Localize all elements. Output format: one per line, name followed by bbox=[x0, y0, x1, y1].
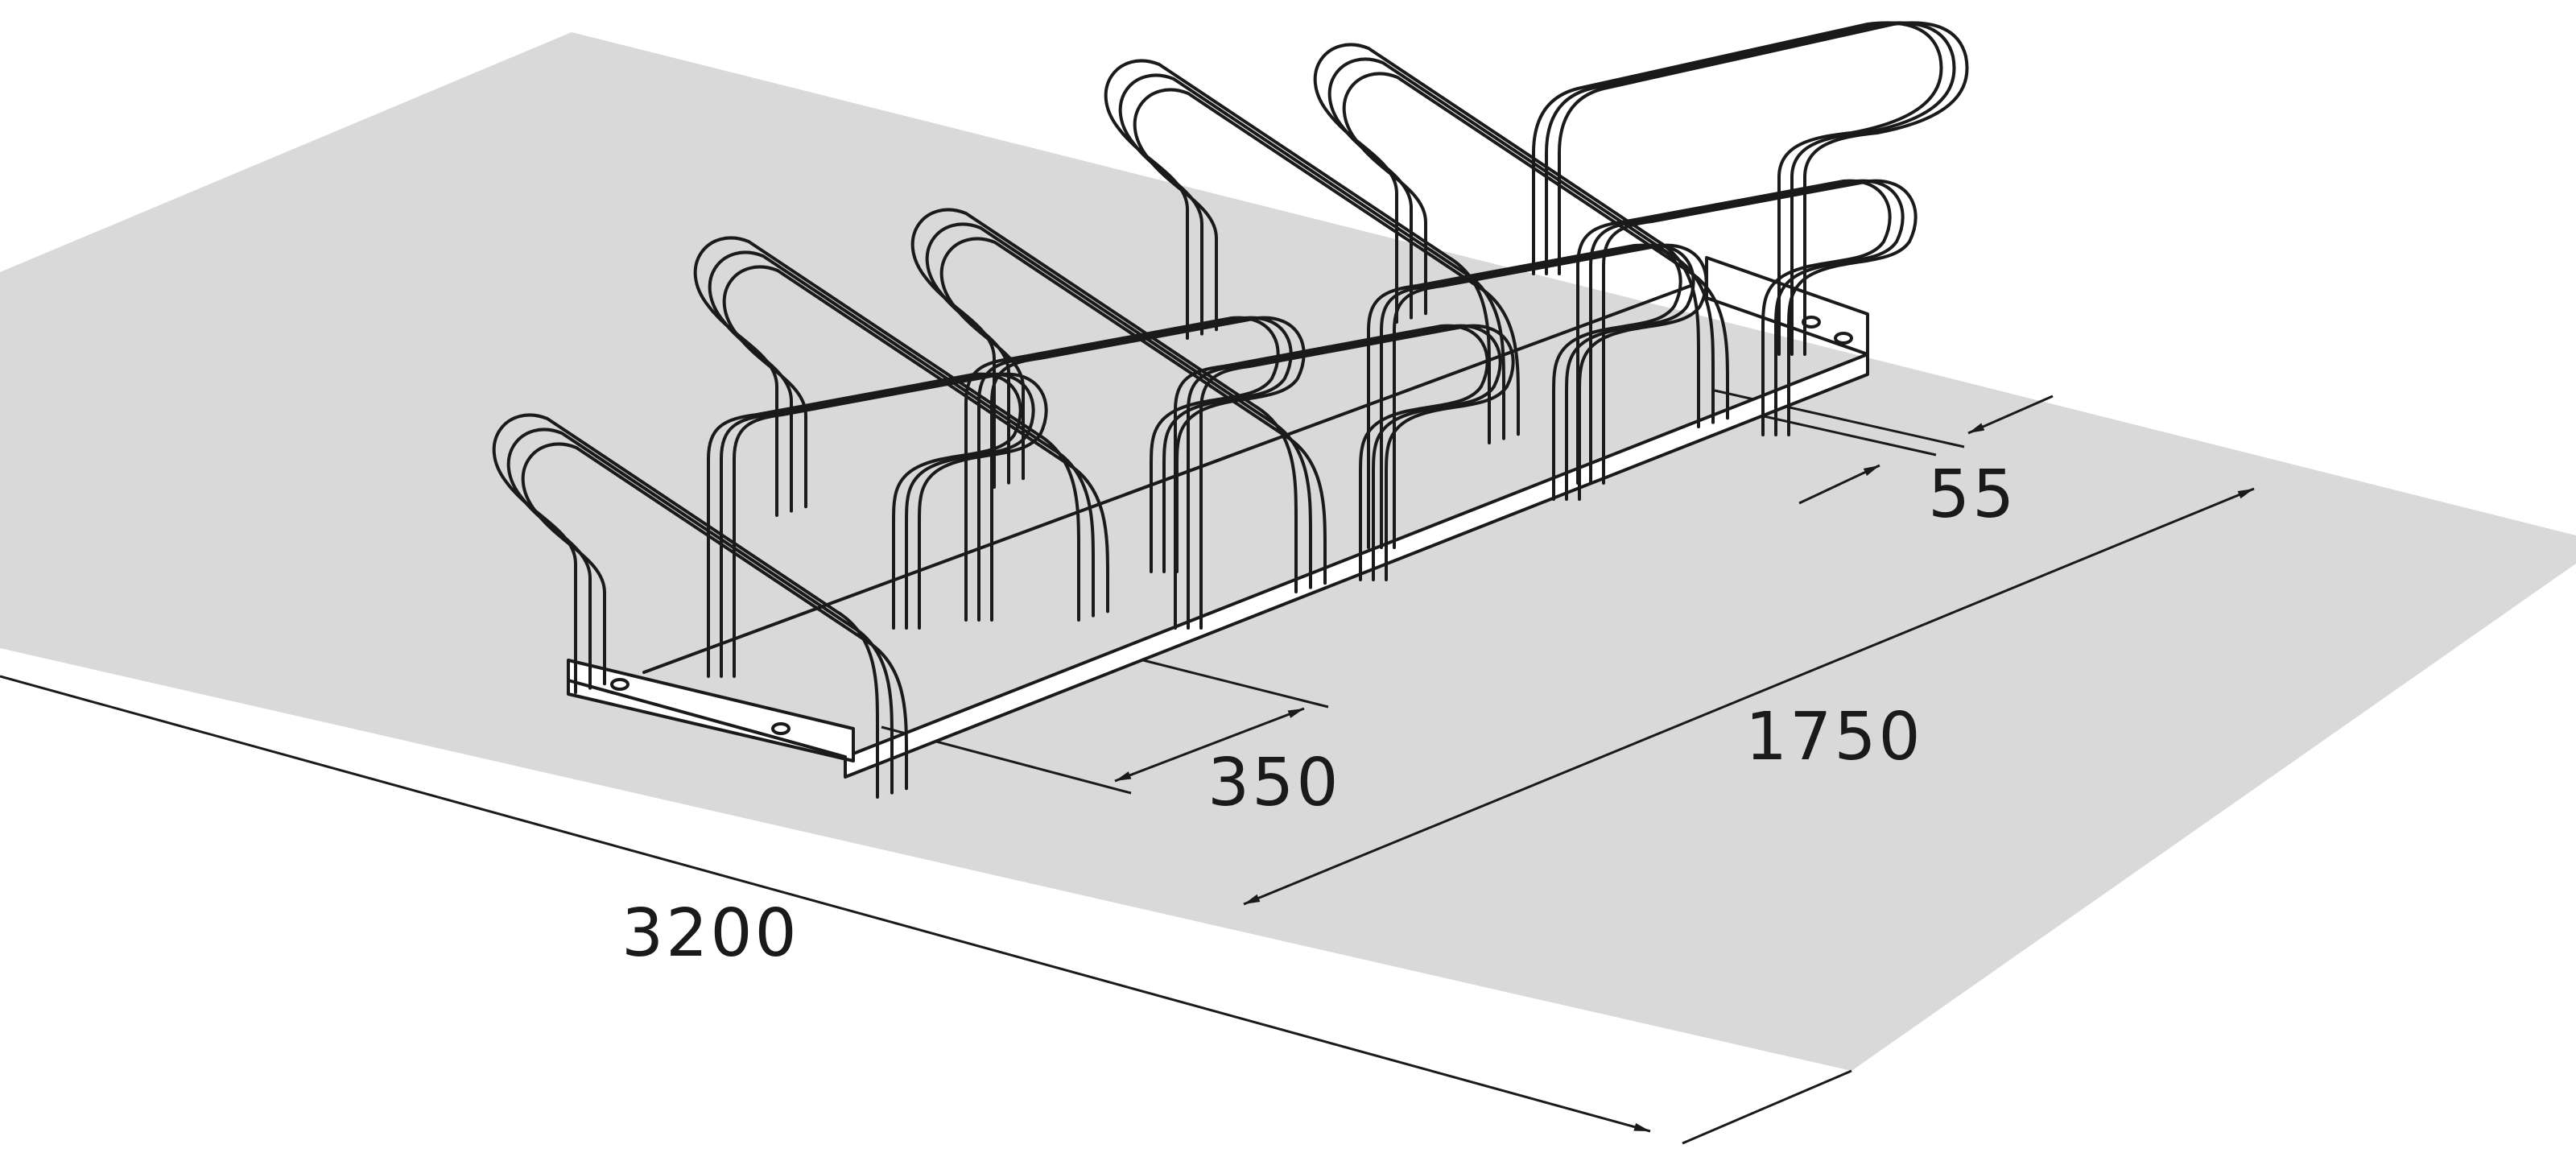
tube-stand bbox=[1367, 243, 1682, 549]
dim-line-3200 bbox=[0, 675, 1651, 1133]
ext-line-55-b bbox=[1738, 409, 1937, 457]
left-end-bracket bbox=[567, 659, 855, 762]
tube-stand bbox=[733, 372, 1048, 678]
tube-stand bbox=[1589, 179, 1905, 485]
tube-loop bbox=[1342, 72, 1729, 420]
tube-loop bbox=[939, 237, 1327, 585]
dim-line-55-right bbox=[1967, 395, 2054, 435]
tube-stand bbox=[707, 372, 1022, 678]
tube-loop bbox=[1118, 73, 1505, 440]
tube-stand-tall bbox=[1532, 21, 1943, 356]
tube-loop bbox=[722, 265, 1109, 614]
dim-line-1750 bbox=[1243, 487, 2255, 906]
tube-stand bbox=[990, 316, 1306, 622]
dim-label-350: 350 bbox=[1208, 745, 1341, 821]
tube-loop bbox=[506, 428, 894, 795]
front-rail bbox=[844, 353, 1869, 779]
tube-loop bbox=[1327, 57, 1715, 424]
tube-stand bbox=[1380, 243, 1695, 549]
dim-label-3200: 3200 bbox=[621, 895, 799, 972]
dim-line-350 bbox=[1114, 707, 1305, 783]
dim-line-55-left bbox=[1798, 464, 1880, 505]
tube-loop bbox=[521, 442, 908, 791]
tube-stand bbox=[1393, 243, 1708, 549]
dim-label-1750: 1750 bbox=[1745, 699, 1923, 775]
base-edge bbox=[567, 679, 847, 758]
tube-loop bbox=[1133, 88, 1520, 436]
tube-loop bbox=[492, 413, 879, 799]
ext-line-3200 bbox=[1682, 1069, 1852, 1145]
tube-stand bbox=[964, 316, 1280, 622]
floor-plane bbox=[0, 32, 2576, 1071]
tube-loop bbox=[1104, 59, 1491, 444]
bike-rack bbox=[492, 21, 1969, 799]
tube-loop bbox=[1313, 43, 1700, 428]
tube-stand-tall bbox=[1545, 21, 1956, 356]
tube-stand bbox=[1602, 179, 1918, 485]
tube-loop bbox=[693, 236, 1080, 622]
mounting-hole bbox=[1834, 332, 1853, 345]
dim-label-55: 55 bbox=[1928, 457, 2017, 533]
mounting-hole bbox=[771, 722, 791, 735]
tube-stand bbox=[720, 372, 1035, 678]
tube-stand-tall bbox=[1558, 21, 1969, 356]
tube-stand bbox=[1576, 179, 1892, 485]
mounting-hole bbox=[610, 678, 630, 691]
ext-line-350-b bbox=[1126, 655, 1329, 709]
tube-stand bbox=[977, 316, 1293, 622]
tube-loop bbox=[910, 208, 1298, 593]
tube-loop bbox=[708, 250, 1095, 618]
tube-loop bbox=[925, 222, 1312, 589]
